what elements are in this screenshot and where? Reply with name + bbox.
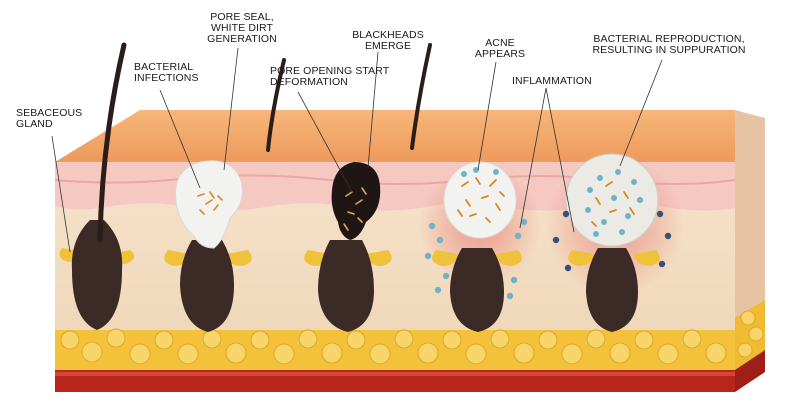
skin-surface	[55, 110, 735, 162]
label-bacterial-infections: BACTERIAL INFECTIONS	[134, 61, 199, 84]
fat-cells	[60, 328, 727, 365]
follicle-whitehead	[164, 160, 252, 332]
label-pore-seal: PORE SEAL, WHITE DIRT GENERATION	[207, 11, 277, 45]
label-sebaceous-gland: SEBACEOUS GLAND	[16, 107, 83, 130]
hair-stub	[266, 58, 286, 152]
follicle-normal	[59, 42, 135, 330]
hair-strand	[97, 42, 127, 243]
label-blackheads-emerge: BLACKHEADS EMERGE	[352, 29, 424, 52]
blackhead-plug	[331, 162, 381, 240]
label-pore-opening: PORE OPENING START DEFORMATION	[270, 65, 390, 88]
label-acne-appears: ACNE APPEARS	[474, 37, 526, 60]
label-bacterial-reproduction: BACTERIAL REPRODUCTION, RESULTING IN SUP…	[592, 33, 746, 56]
label-inflammation: INFLAMMATION	[512, 75, 592, 87]
hair-stub	[410, 43, 432, 150]
follicle-acne	[418, 161, 542, 332]
acne-pustule	[443, 161, 517, 239]
muscle-side	[735, 350, 765, 392]
follicle-blackhead	[304, 162, 392, 332]
whitehead-plug	[175, 160, 243, 249]
leader-lines	[51, 47, 663, 253]
follicle-suppuration	[545, 153, 685, 332]
